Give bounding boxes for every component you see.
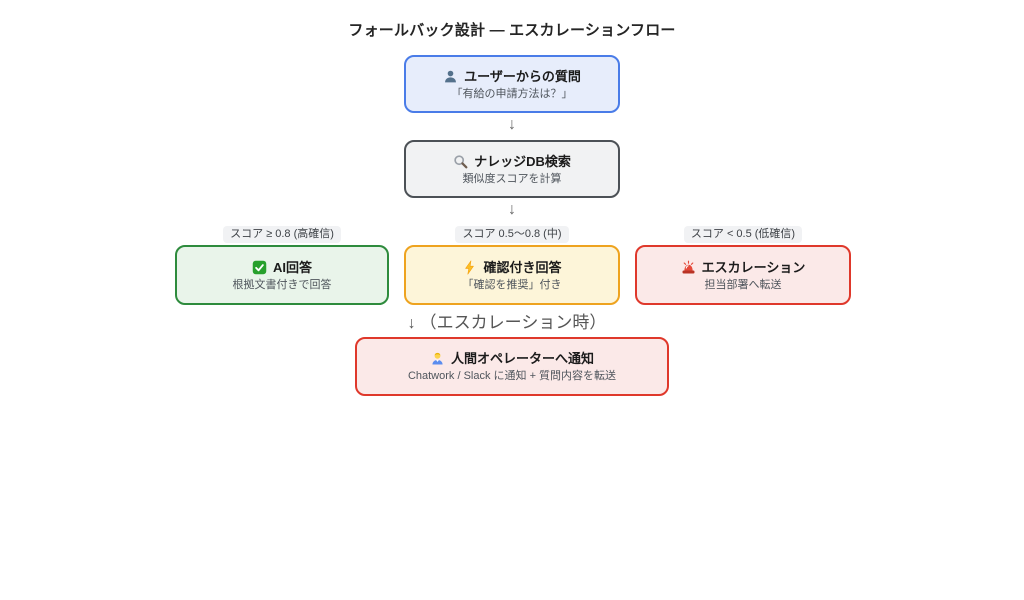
node-operator-notify-title-row: 人間オペレーターへ通知 — [430, 351, 594, 366]
down-arrow-icon: ↓ — [508, 201, 516, 218]
node-escalation: エスカレーション 担当部署へ転送 — [635, 245, 851, 305]
node-operator-notify-title: 人間オペレーターへ通知 — [450, 351, 594, 366]
node-user-question: ユーザーからの質問 「有給の申請方法は？」 — [404, 55, 620, 113]
user-icon — [443, 69, 458, 84]
down-arrow-icon: ↓ — [508, 116, 516, 133]
node-escalation-subtitle: 担当部署へ転送 — [704, 278, 782, 291]
node-kb-search: ナレッジDB検索 類似度スコアを計算 — [404, 140, 620, 198]
node-confirm-answer-title-row: 確認付き回答 — [462, 259, 562, 275]
node-ai-answer-title: AI回答 — [272, 259, 312, 275]
node-user-question-subtitle: 「有給の申請方法は？」 — [451, 87, 573, 100]
down-arrow-icon: ↓ — [407, 315, 416, 332]
operator-icon — [430, 351, 445, 366]
node-confirm-answer-subtitle: 「確認を推奨」付き — [462, 278, 562, 291]
escalation-note-label: （エスカレーション時） — [419, 313, 607, 332]
condition-pill-mid: スコア 0.5〜0.8 (中) — [455, 226, 569, 243]
node-confirm-answer-title: 確認付き回答 — [483, 259, 562, 275]
condition-pill-high: スコア ≥ 0.8 (高確信) — [223, 226, 341, 243]
node-escalation-title: エスカレーション — [701, 259, 806, 275]
node-kb-search-title: ナレッジDB検索 — [474, 153, 571, 169]
escalation-note: ↓（エスカレーション時） — [0, 310, 1014, 337]
node-operator-notify-subtitle: Chatwork / Slack に通知 + 質問内容を転送 — [407, 370, 617, 382]
condition-label-high: スコア ≥ 0.8 (高確信) — [175, 224, 389, 243]
node-ai-answer-title-row: AI回答 — [252, 260, 312, 275]
node-ai-answer-subtitle: 根拠文書付きで回答 — [232, 278, 332, 291]
condition-label-mid: スコア 0.5〜0.8 (中) — [404, 224, 620, 243]
node-ai-answer: AI回答 根拠文書付きで回答 — [175, 245, 389, 305]
node-operator-notify: 人間オペレーターへ通知 Chatwork / Slack に通知 + 質問内容を… — [355, 337, 669, 396]
node-user-question-title-row: ユーザーからの質問 — [443, 69, 581, 84]
search-icon — [453, 154, 468, 169]
page-title: フォールバック設計 — エスカレーションフロー — [348, 22, 676, 39]
node-user-question-title: ユーザーからの質問 — [464, 68, 581, 84]
node-escalation-title-row: エスカレーション — [681, 259, 806, 275]
node-kb-search-subtitle: 類似度スコアを計算 — [462, 172, 562, 185]
condition-label-low: スコア < 0.5 (低確信) — [635, 224, 851, 243]
condition-pill-low: スコア < 0.5 (低確信) — [683, 226, 803, 243]
node-confirm-answer: 確認付き回答 「確認を推奨」付き — [404, 245, 620, 305]
check-icon — [252, 260, 267, 275]
node-kb-search-title-row: ナレッジDB検索 — [453, 154, 571, 169]
bolt-icon — [462, 259, 477, 275]
siren-icon — [681, 260, 696, 275]
